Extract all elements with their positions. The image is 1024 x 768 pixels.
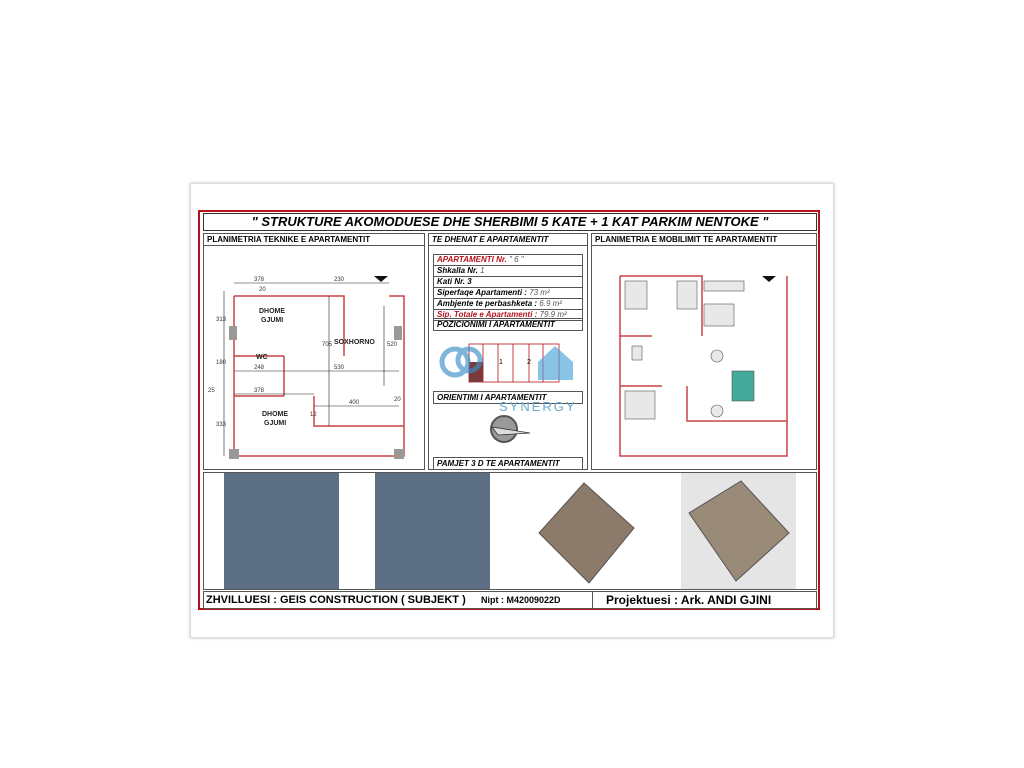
nipt: Nipt : M42009022D	[481, 595, 561, 605]
apartment-data-panel: TE DHENAT E APARTAMENTIT APARTAMENTI Nr.…	[428, 233, 588, 470]
developer: ZHVILLUESI : GEIS CONSTRUCTION ( SUBJEKT…	[206, 594, 466, 606]
orientimi-header: ORIENTIMI I APARTAMENTIT	[433, 391, 583, 404]
pozicionimi-header: POZICIONIMI I APARTAMENTIT	[433, 318, 583, 331]
dimension: 378	[254, 388, 265, 394]
dimension: 20	[394, 397, 401, 403]
dimension: 12	[310, 412, 317, 418]
column	[394, 449, 404, 459]
3d-view-top-2	[375, 473, 490, 589]
watermark-text: SYNERGY	[499, 399, 577, 414]
room-label: SOXHORNO	[334, 339, 375, 346]
dimension: 333	[216, 422, 227, 428]
armchair-icon	[710, 404, 724, 418]
armchair-icon	[710, 349, 724, 363]
siperfaqe: Siperfaqe Apartamenti : 73 m²	[433, 288, 583, 299]
room-label: GJUMI	[261, 317, 283, 324]
3d-view-top-1	[224, 473, 339, 589]
entrance-arrow-icon	[762, 276, 776, 282]
red-frame	[198, 210, 820, 610]
position-diagram: 1 2	[439, 343, 573, 383]
column	[394, 326, 402, 340]
dimension: 400	[349, 400, 360, 406]
position-number: 1	[499, 359, 503, 366]
room-label: GJUMI	[264, 420, 286, 427]
room-label: DHOME	[262, 411, 288, 418]
dimension: 180	[216, 360, 227, 366]
dimension: 313	[216, 317, 227, 323]
3d-view-iso-1	[529, 473, 644, 589]
shkalla: Shkalla Nr. 1	[433, 266, 583, 277]
column	[229, 326, 237, 340]
room-label: WC	[256, 354, 268, 361]
panel-header: PLANIMETRIA TEKNIKE E APARTAMENTIT	[204, 234, 424, 246]
panel-header: TE DHENAT E APARTAMENTIT	[429, 234, 587, 246]
bed-icon	[624, 280, 648, 310]
synergy-watermark-logo	[439, 346, 573, 380]
designer: Projektuesi : Ark. ANDI GJINI	[606, 593, 772, 607]
footer: ZHVILLUESI : GEIS CONSTRUCTION ( SUBJEKT…	[203, 591, 817, 609]
room-label: DHOME	[259, 308, 285, 315]
technical-floor-plan: DHOME GJUMI SOXHORNO WC DHOME GJUMI 378 …	[208, 276, 405, 459]
dimension: 705	[322, 342, 333, 348]
ambjente: Ambjente te perbashketa : 6.9 m²	[433, 299, 583, 310]
total-area: Sip. Totale e Apartamenti : 79.9 m²	[433, 310, 583, 321]
dimension: 520	[387, 342, 398, 348]
dimension: 230	[334, 277, 345, 283]
panel-header: PLANIMETRIA E MOBILIMIT TE APARTAMENTIT	[592, 234, 816, 246]
toilet-icon	[631, 345, 643, 361]
kati: Kati Nr. 3	[433, 277, 583, 288]
kitchen-counter	[703, 280, 745, 292]
dimension: 25	[208, 388, 215, 394]
dimension: 530	[334, 365, 345, 371]
dimension: 20	[259, 287, 266, 293]
pamjet-header: PAMJET 3 D TE APARTAMENTIT	[433, 457, 583, 470]
compass-icon	[490, 415, 531, 443]
bed-icon	[676, 280, 698, 310]
technical-plan-panel: PLANIMETRIA TEKNIKE E APARTAMENTIT DHOME…	[203, 233, 425, 470]
column	[229, 449, 239, 459]
entrance-arrow-icon	[374, 276, 388, 282]
dining-table-icon	[703, 303, 735, 327]
furnished-floor-plan	[619, 275, 788, 457]
coffee-table-icon	[731, 370, 755, 402]
furniture-plan-panel: PLANIMETRIA E MOBILIMIT TE APARTAMENTIT	[591, 233, 817, 470]
position-number: 2	[527, 359, 531, 366]
3d-view-iso-2	[681, 473, 796, 589]
bed-icon	[624, 390, 656, 420]
dimension: 248	[254, 365, 265, 371]
dimension: 378	[254, 277, 265, 283]
document-title: " STRUKTURE AKOMODUESE DHE SHERBIMI 5 KA…	[203, 213, 817, 231]
apartment-number: APARTAMENTI Nr. " 6 "	[433, 255, 583, 266]
